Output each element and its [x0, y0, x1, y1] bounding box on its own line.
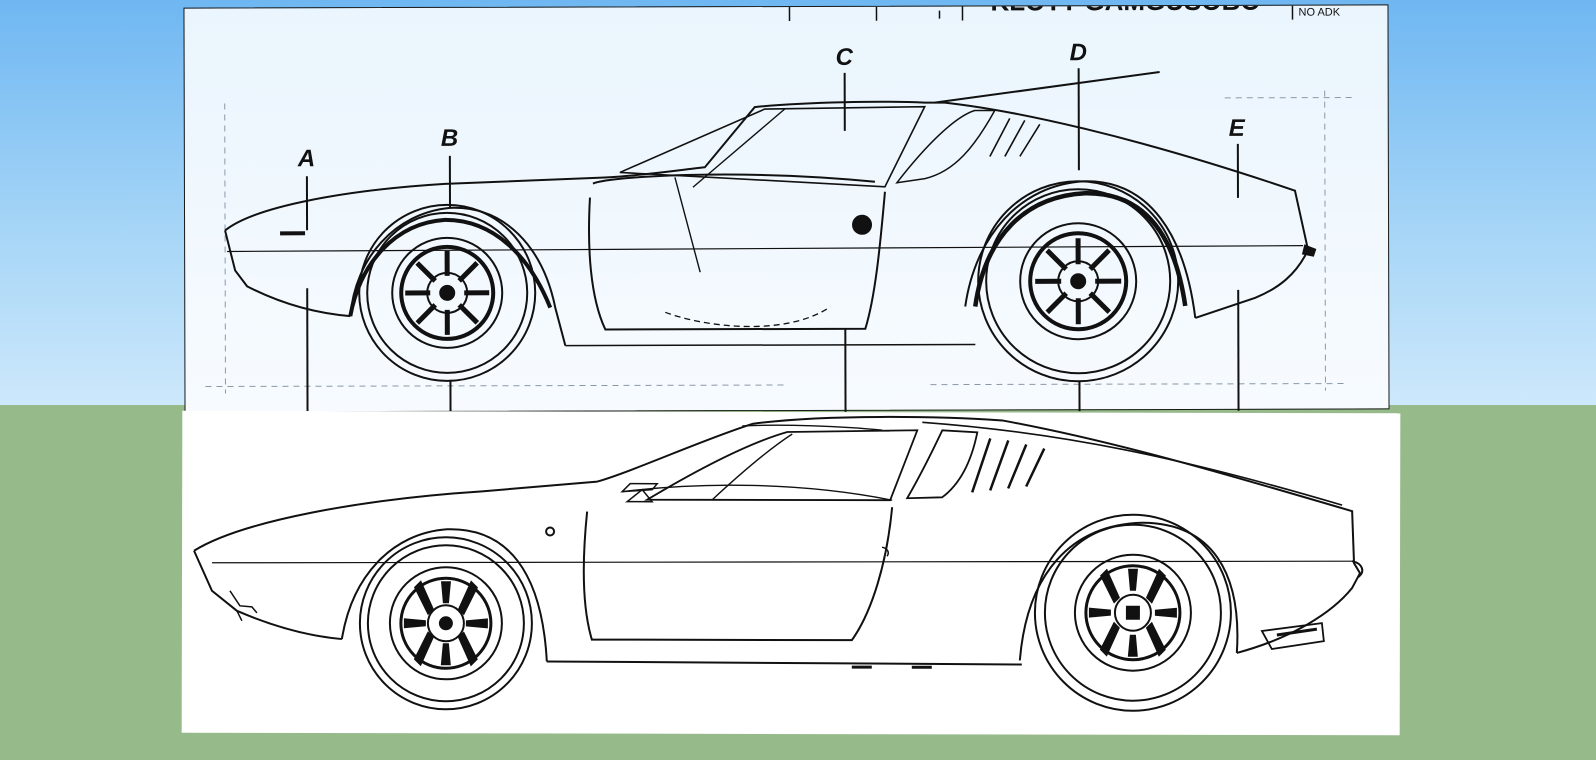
dimension-label-d: D — [1070, 39, 1087, 66]
blueprint-header-text: KLOTT GAMGUSOBO — [990, 5, 1260, 16]
dimension-label-e: E — [1229, 115, 1246, 142]
blueprint-car-drawing: KLOTT GAMGUSOBO NO ADK — [205, 5, 1355, 414]
line-car-drawing — [193, 415, 1364, 712]
blueprint-front-wheel — [358, 203, 537, 382]
blueprint-header-small: NO ADK — [1298, 7, 1340, 19]
construction-lines — [205, 90, 1355, 394]
blueprint-rear-wheel — [977, 180, 1180, 383]
dimension-label-a: A — [297, 145, 315, 172]
blueprint-car-body — [224, 71, 1317, 346]
dimension-lines — [305, 68, 1240, 414]
blueprint-header: KLOTT GAMGUSOBO NO ADK — [788, 5, 1341, 21]
line-drawing-panel[interactable] — [181, 410, 1401, 736]
dimension-label-b: B — [441, 125, 458, 152]
blueprint-panel[interactable]: KLOTT GAMGUSOBO NO ADK — [183, 4, 1390, 414]
line-rear-wheel — [1033, 513, 1232, 712]
dimension-label-c: C — [836, 44, 854, 71]
line-front-wheel — [358, 536, 533, 711]
